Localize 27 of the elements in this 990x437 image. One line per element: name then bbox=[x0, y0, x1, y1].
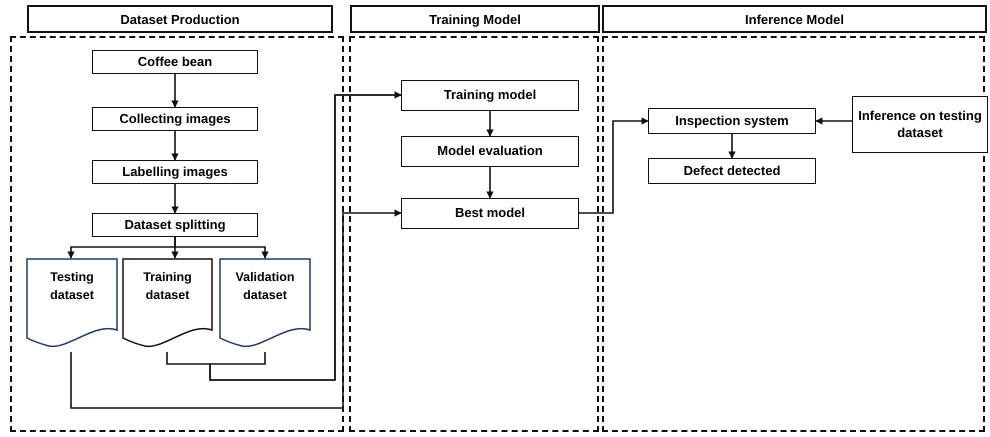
panel-heading: Inference Model bbox=[602, 5, 987, 33]
process-box: Inference on testing dataset bbox=[852, 96, 988, 153]
document-label: Validation dataset bbox=[234, 269, 296, 304]
arrow bbox=[728, 134, 736, 159]
arrow bbox=[815, 117, 852, 125]
panel-heading: Training Model bbox=[350, 5, 600, 33]
document-label: Testing dataset bbox=[49, 269, 95, 304]
panel-heading: Dataset Production bbox=[27, 5, 333, 33]
document-label: Training dataset bbox=[142, 269, 193, 304]
arrow bbox=[579, 117, 649, 214]
process-box: Best model bbox=[401, 198, 579, 229]
process-box: Collecting images bbox=[92, 107, 258, 131]
process-box: Model evaluation bbox=[401, 136, 579, 167]
arrow bbox=[174, 237, 269, 259]
process-box: Training model bbox=[401, 80, 579, 111]
arrow bbox=[171, 131, 179, 161]
arrow bbox=[486, 167, 494, 199]
arrow bbox=[171, 184, 179, 214]
process-box: Dataset splitting bbox=[92, 213, 258, 237]
process-box: Defect detected bbox=[648, 158, 816, 184]
arrow bbox=[171, 74, 179, 108]
arrow bbox=[486, 111, 494, 137]
process-box: Inspection system bbox=[648, 108, 816, 134]
arrow bbox=[70, 209, 402, 409]
process-box: Coffee bean bbox=[92, 50, 258, 74]
process-box: Labelling images bbox=[92, 160, 258, 184]
arrow bbox=[209, 91, 402, 381]
